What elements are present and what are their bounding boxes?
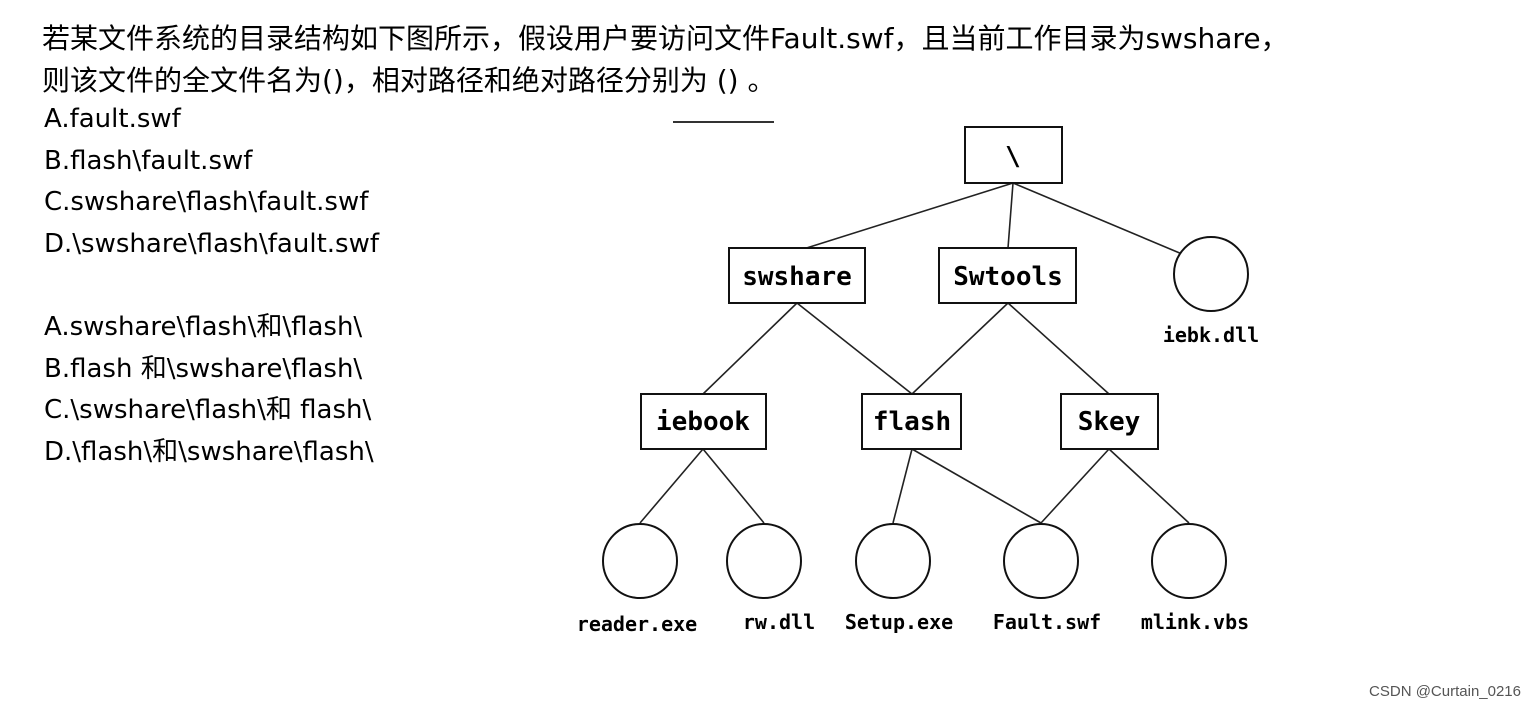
skey-label: Skey — [1078, 407, 1141, 437]
option-2d: D.\flash\和\swshare\flash\ — [44, 436, 374, 467]
reader-label: reader.exe — [577, 612, 697, 636]
option-2a: A.swshare\flash\和\flash\ — [44, 312, 363, 342]
swshare-directory-node: swshare — [728, 247, 866, 304]
options-group-1: A.fault.swf B.flash\fault.swf C.swshare\… — [44, 99, 379, 265]
flash-directory-node: flash — [861, 393, 962, 450]
option-1b: B.flash\fault.swf — [44, 145, 253, 176]
question-text: 若某文件系统的目录结构如下图所示，假设用户要访问文件Fault.swf，且当前工… — [42, 18, 1512, 102]
iebk-file-node: iebk.dll — [1163, 236, 1259, 347]
edge-skey-fault — [1040, 448, 1110, 524]
skey-directory-node: Skey — [1060, 393, 1159, 450]
reader-file-node: reader.exe — [577, 523, 697, 636]
edge-iebook-reader — [639, 448, 704, 524]
question-line-1: 若某文件系统的目录结构如下图所示，假设用户要访问文件Fault.swf，且当前工… — [42, 22, 1289, 55]
root-label: \ — [1005, 142, 1021, 172]
question-line-2: 则该文件的全文件名为()，相对路径和绝对路径分别为 () 。 — [42, 64, 776, 97]
iebook-directory-node: iebook — [640, 393, 767, 450]
swshare-label: swshare — [742, 262, 852, 292]
flash-label: flash — [873, 407, 951, 437]
swtools-directory-node: Swtools — [938, 247, 1077, 304]
edge-swtools-skey — [1007, 302, 1110, 395]
fault-label: Fault.swf — [993, 610, 1101, 634]
iebk-label: iebk.dll — [1163, 323, 1259, 347]
setup-label: Setup.exe — [845, 610, 953, 634]
rw-file-node: rw.dll — [726, 523, 815, 634]
option-2c: C.\swshare\flash\和 flash\ — [44, 395, 372, 425]
edge-skey-mlink — [1108, 448, 1190, 524]
edge-swshare-iebook — [702, 302, 798, 395]
setup-file-node: Setup.exe — [845, 523, 953, 634]
rw-label: rw.dll — [743, 610, 815, 634]
mlink-file-node: mlink.vbs — [1141, 523, 1249, 634]
edge-root-swtools — [1007, 182, 1014, 249]
edge-flash-fault — [911, 448, 1042, 524]
options-group-2: A.swshare\flash\和\flash\ B.flash 和\swsha… — [44, 307, 374, 473]
swtools-label: Swtools — [953, 262, 1063, 292]
iebook-label: iebook — [656, 407, 750, 437]
option-1a: A.fault.swf — [44, 104, 181, 134]
option-1c: C.swshare\flash\fault.swf — [44, 187, 369, 217]
edge-root-swshare — [796, 182, 1014, 252]
edge-root-iebk — [1012, 182, 1183, 255]
edge-swshare-flash — [796, 302, 913, 395]
edge-iebook-rw — [702, 448, 765, 524]
edge-swtools-flash — [911, 302, 1009, 395]
fault-file-node: Fault.swf — [993, 523, 1101, 634]
option-1d: D.\swshare\flash\fault.swf — [44, 228, 379, 259]
option-2b: B.flash 和\swshare\flash\ — [44, 353, 363, 384]
mlink-label: mlink.vbs — [1141, 610, 1249, 634]
root-directory-node: \ — [964, 126, 1063, 184]
edge-flash-setup — [892, 448, 913, 524]
answer-blank-line — [673, 121, 774, 123]
csdn-watermark: CSDN @Curtain_0216 — [1369, 683, 1521, 700]
